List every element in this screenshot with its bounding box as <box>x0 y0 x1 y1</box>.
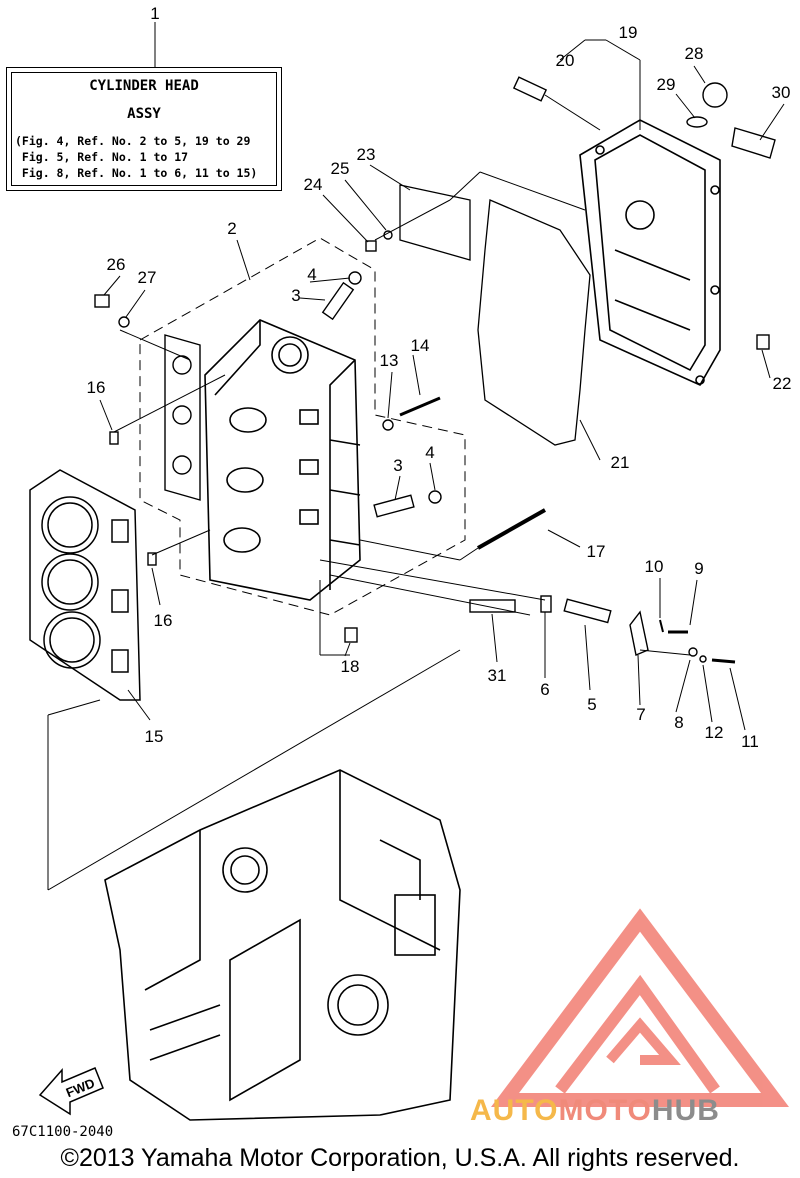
callout-15: 15 <box>145 727 164 746</box>
callout-19: 19 <box>619 23 638 42</box>
callout-2: 2 <box>227 219 236 238</box>
callout-1: 1 <box>150 4 159 23</box>
callout-28: 28 <box>685 44 704 63</box>
callout-16: 16 <box>87 378 106 397</box>
copyright-notice: ©2013 Yamaha Motor Corporation, U.S.A. A… <box>60 1144 740 1172</box>
assembly-title-box-inner <box>11 72 277 186</box>
cylinder-head-cover-part <box>579 119 721 387</box>
callout-14: 14 <box>411 336 430 355</box>
bolt-22-part <box>756 334 770 350</box>
screw-11-part <box>711 658 736 664</box>
head-gasket-part <box>29 469 141 701</box>
lever-7-part <box>629 610 649 656</box>
figure-ref-3: Fig. 8, Ref. No. 1 to 6, 11 to 15) <box>15 166 258 180</box>
watermark-moto: MOTO <box>558 1094 652 1127</box>
bolt-14-part <box>399 396 441 417</box>
pin-10-part <box>659 619 664 633</box>
callout-7: 7 <box>636 705 645 724</box>
dowel-16b-part <box>147 552 157 566</box>
callout-17: 17 <box>587 542 606 561</box>
callout-30: 30 <box>772 83 791 102</box>
callout-numbers: 1 2 3 3 4 4 5 6 7 8 9 10 11 12 13 14 15 … <box>87 4 792 751</box>
washer-27-part <box>118 316 130 328</box>
callout-11: 11 <box>741 732 759 751</box>
screw-24-part <box>365 240 377 252</box>
assembly-subtitle: ASSY <box>127 106 161 122</box>
watermark-hub: HUB <box>651 1094 720 1127</box>
o-ring-29-part <box>686 116 708 128</box>
callout-26: 26 <box>107 255 126 274</box>
callout-12: 12 <box>705 723 724 742</box>
figure-ref-1: (Fig. 4, Ref. No. 2 to 5, 19 to 29 <box>15 134 251 148</box>
callout-3b: 3 <box>393 456 402 475</box>
cap-28-part <box>702 82 728 108</box>
o-ring-4b-part <box>428 490 442 504</box>
callout-10: 10 <box>645 557 664 576</box>
callout-13: 13 <box>380 351 399 370</box>
washer-13-part <box>382 419 394 431</box>
dowel-16-part <box>109 431 119 445</box>
shaft-5-part <box>563 598 612 624</box>
insert-3-part <box>321 281 355 321</box>
callout-3: 3 <box>291 286 300 305</box>
callout-31: 31 <box>488 666 507 685</box>
callout-18: 18 <box>341 657 360 676</box>
o-ring-4-part <box>348 271 362 285</box>
callout-25: 25 <box>331 159 350 178</box>
watermark-logo-icon <box>491 908 789 1107</box>
callout-29: 29 <box>657 75 676 94</box>
watermark-text: AUTOMOTOHUB <box>470 1094 720 1128</box>
clip-8-part <box>688 647 698 657</box>
watermark-auto: AUTO <box>470 1094 559 1127</box>
callout-16b: 16 <box>154 611 173 630</box>
callout-27: 27 <box>138 268 157 287</box>
callout-4: 4 <box>307 265 316 284</box>
figure-ref-2: Fig. 5, Ref. No. 1 to 17 <box>15 150 189 164</box>
cylinder-block-part <box>104 769 461 1121</box>
callout-4b: 4 <box>425 443 434 462</box>
label-30-part <box>731 127 776 159</box>
callout-23: 23 <box>357 145 376 164</box>
bolt-17-part <box>477 508 546 550</box>
forward-arrow-icon: FWD <box>38 1067 104 1116</box>
assembly-title-box: CYLINDER HEAD ASSY (Fig. 4, Ref. No. 2 t… <box>6 67 282 191</box>
insert-3b-part <box>373 494 415 518</box>
cylinder-head-part <box>204 319 361 601</box>
spark-plug-part <box>469 599 516 613</box>
callout-20: 20 <box>556 51 575 70</box>
intake-gasket-part <box>164 334 201 501</box>
bolt-18-part <box>344 627 358 643</box>
callout-6: 6 <box>540 680 549 699</box>
washer-12-part <box>699 655 707 663</box>
callout-24: 24 <box>304 175 323 194</box>
assembly-title: CYLINDER HEAD <box>89 78 199 94</box>
callout-21: 21 <box>611 453 630 472</box>
cover-gasket-part <box>477 199 591 446</box>
callout-8: 8 <box>674 713 683 732</box>
callout-9: 9 <box>694 559 703 578</box>
plate-part <box>399 184 471 261</box>
callout-5: 5 <box>587 695 596 714</box>
bolt-20-part <box>512 76 548 102</box>
diagram-part-code: 67C1100-2040 <box>12 1124 114 1140</box>
bolt-26-part <box>94 294 110 308</box>
callout-22: 22 <box>773 374 792 393</box>
seal-6-part <box>540 595 552 613</box>
